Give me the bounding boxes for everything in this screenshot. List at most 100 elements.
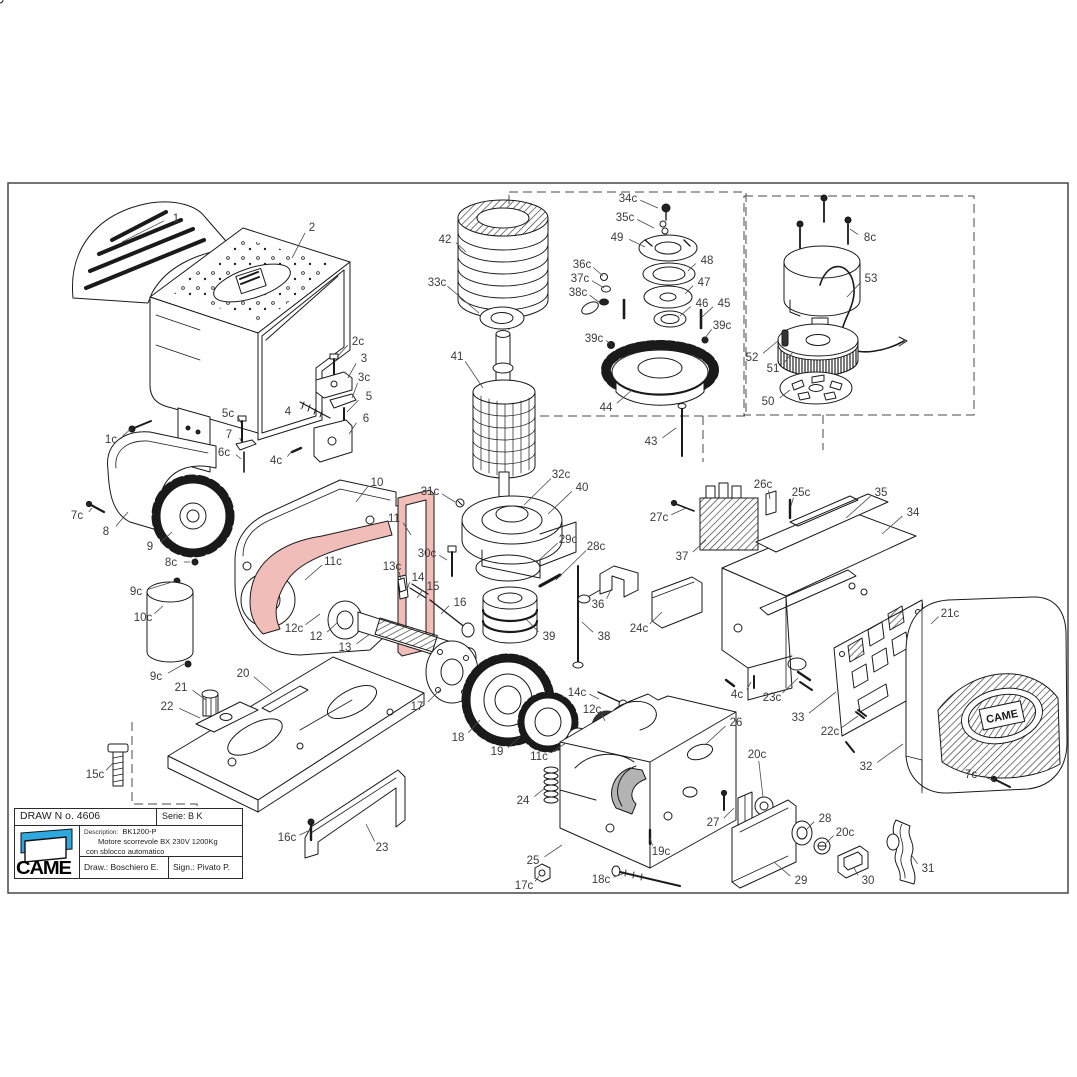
leader-line-31 (911, 855, 918, 865)
part-label-48: 48 (701, 255, 714, 267)
leader-line-10 (355, 486, 368, 503)
part-31-handle (886, 819, 916, 885)
part-label-10: 10 (371, 477, 384, 489)
leader-line-9 (160, 531, 173, 543)
signature-field: Sign.: Pivato P. (173, 862, 231, 872)
part-cluster-3-6 (290, 353, 357, 463)
leader-line-26c (768, 490, 771, 500)
part-label-53: 53 (865, 273, 878, 285)
leader-line-1c (122, 428, 132, 437)
leader-line-5 (346, 399, 359, 413)
leader-line-28c (555, 550, 587, 581)
part-label-8: 8 (103, 526, 109, 538)
drawing-frame (7, 182, 1069, 894)
leader-line-16 (440, 605, 450, 615)
came-logo-text: CAME (16, 858, 72, 878)
part-20-base-plate (0, 0, 425, 813)
part-25-26-housing (559, 693, 737, 869)
part-label-44: 44 (600, 402, 613, 414)
part-label-36: 36 (592, 599, 605, 611)
leader-line-39 (526, 619, 539, 633)
part-label-14: 14 (412, 572, 425, 584)
part-label-5: 5 (366, 391, 372, 403)
part-label-27c: 27c (650, 512, 669, 524)
part-label-35c: 35c (616, 212, 635, 224)
leader-line-45 (701, 306, 714, 318)
part-29c-ring (475, 554, 541, 582)
title-block: DRAW N o. 4606 Serie: B K CAME Descripti… (14, 808, 243, 879)
leader-line-2c (336, 344, 348, 358)
leader-line-33c (447, 285, 480, 314)
part-label-3c: 3c (358, 372, 370, 384)
leader-line-20c (825, 835, 834, 844)
part-label-46: 46 (696, 298, 709, 310)
leader-line-23 (365, 823, 375, 842)
leader-line-15c (105, 762, 114, 771)
part-label-34c: 34c (619, 193, 638, 205)
part-label-6c: 6c (218, 447, 230, 459)
part-label-42: 42 (439, 234, 452, 246)
came-logo-flag (20, 828, 73, 863)
leader-line-36c (593, 267, 604, 277)
part-12-13-shaft (327, 574, 477, 667)
part-label-28c: 28c (587, 541, 606, 553)
came-logo: CAME (15, 826, 80, 879)
leader-line-7c (983, 775, 995, 782)
part-label-33: 33 (792, 712, 805, 724)
part-11-frame (397, 489, 435, 657)
part-33-pcb (799, 599, 933, 753)
leader-line-20 (253, 676, 273, 693)
part-label-15: 15 (427, 581, 440, 593)
part-label-15c: 15c (86, 769, 105, 781)
part-label-11c: 11c (324, 556, 342, 568)
leader-line-42 (455, 242, 467, 253)
drawer-field: Draw.: Boschiero E. (80, 857, 169, 879)
part-23-bracket (304, 769, 406, 859)
description-label: Description: (84, 829, 119, 836)
part-label-43: 43 (645, 436, 658, 448)
part-label-8c: 8c (165, 557, 177, 569)
part-label-9c: 9c (150, 671, 162, 683)
part-label-29c: 29c (559, 534, 578, 546)
part-label-47: 47 (698, 277, 711, 289)
leader-line-5c (237, 417, 242, 424)
part-label-23c: 23c (763, 692, 782, 704)
part-label-20c: 20c (748, 749, 767, 761)
part-label-39: 39 (543, 631, 556, 643)
leader-line-38 (581, 621, 594, 633)
description-model: BK1200-P (122, 827, 157, 836)
part-washer-stack-44-49 (581, 203, 709, 380)
part-51-brake-coil (777, 323, 859, 377)
part-label-11c: 11c (530, 751, 548, 763)
leader-line-25 (544, 844, 563, 858)
part-44-bevel-gear (601, 340, 719, 457)
leader-line-37c (591, 280, 605, 289)
part-33c-bearing (479, 306, 525, 330)
part-label-9c: 9c (130, 586, 142, 598)
leader-line-38c (589, 294, 601, 304)
part-label-3: 3 (361, 353, 367, 365)
part-label-27: 27 (707, 817, 720, 829)
leader-line-31c (441, 493, 456, 503)
leader-line-37 (692, 539, 707, 553)
leader-line-52 (762, 339, 780, 354)
part-label-12: 12 (310, 631, 323, 643)
leader-line-39c (704, 329, 713, 339)
leader-line-30 (853, 867, 859, 876)
part-label-36c: 36c (573, 259, 592, 271)
leader-line-18c (613, 872, 626, 878)
part-label-41: 41 (451, 351, 464, 363)
leader-line-41 (464, 361, 484, 389)
leader-line-21c (930, 616, 939, 625)
description-cell: Description:BK1200-P Motore scorrevole B… (80, 826, 242, 857)
part-label-13c: 13c (383, 561, 402, 573)
part-41-rotor (472, 330, 536, 499)
leader-line-30c (439, 554, 448, 561)
leader-line-43 (662, 427, 677, 439)
leader-line-7c (88, 507, 93, 513)
part-label-2c: 2c (352, 336, 364, 348)
part-label-1c: 1c (105, 434, 117, 446)
part-label-7c: 7c (71, 510, 83, 522)
serie-field: Serie: B K (162, 811, 203, 821)
